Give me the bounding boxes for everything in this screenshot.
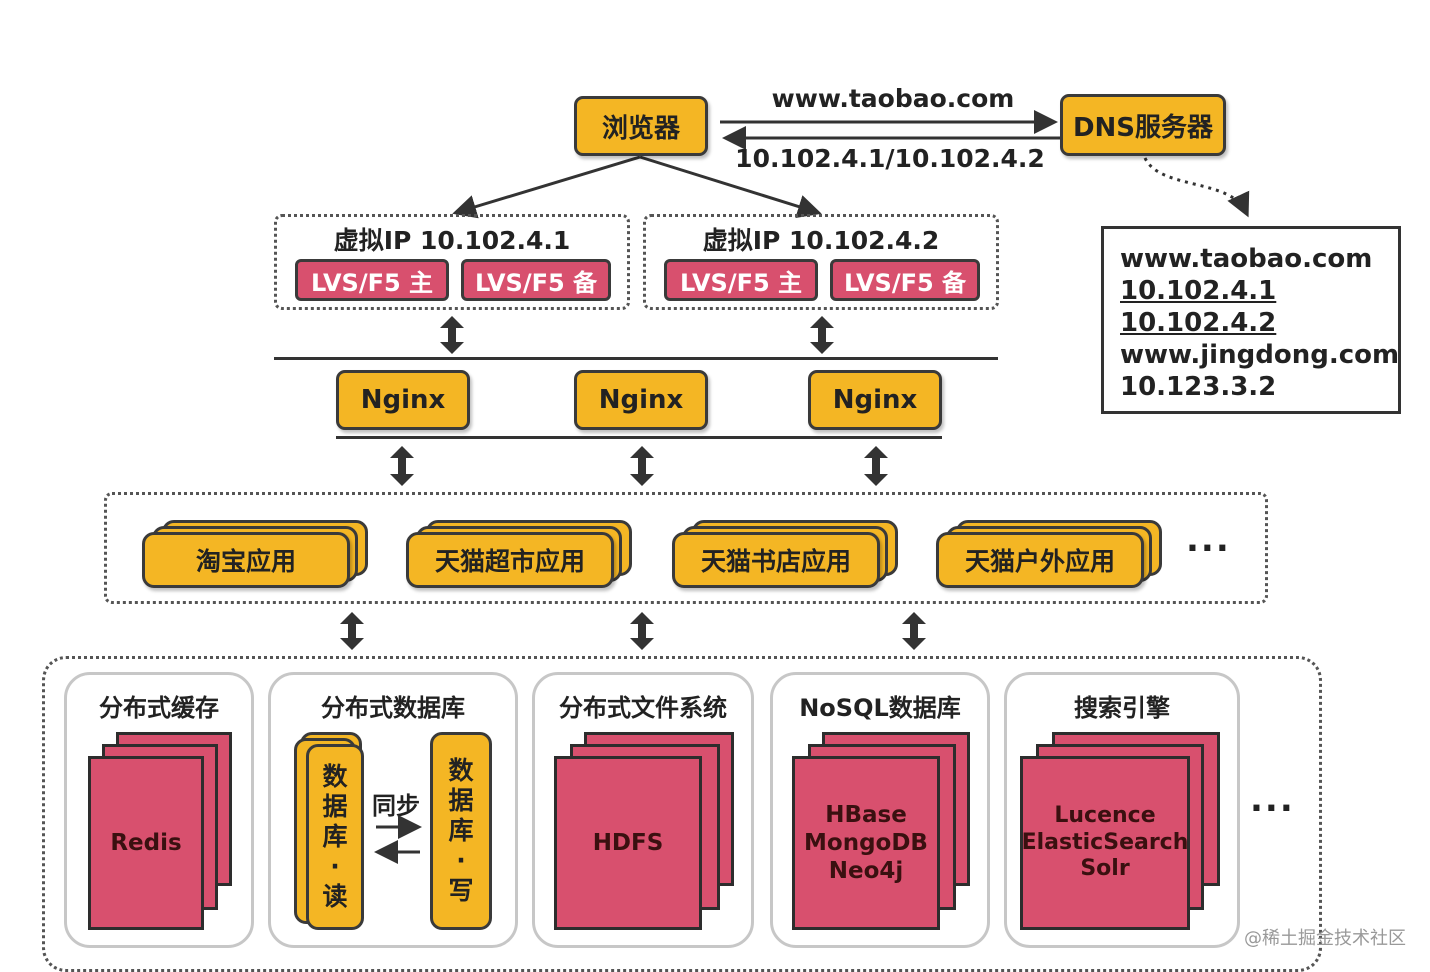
dns-server-node: DNS服务器 [1060,94,1226,156]
dns-record: www.taobao.com [1120,244,1373,274]
cache-title: 分布式缓存 [99,694,219,722]
browser-label: 浏览器 [601,113,680,144]
browser-to-vip2-arrow [639,155,822,219]
application-cluster [104,492,1268,604]
lvs-master-button: LVS/F5 主 [664,259,818,301]
lvs-backup-button: LVS/F5 备 [461,259,611,301]
lvs-master-button: LVS/F5 主 [295,259,449,301]
db-read-char: 据 [322,792,348,821]
vip-group-title: 虚拟IP 10.102.4.2 [702,226,940,255]
db-write-char: 库 [448,816,474,845]
nginx-label: Nginx [598,385,684,415]
search-item: Solr [1080,856,1130,882]
app-label: 淘宝应用 [195,547,296,576]
redis-label: Redis [110,829,182,856]
db-write-card: 数 据 库 · 写 [430,732,492,930]
app-label: 天猫户外应用 [964,547,1115,576]
search-item: Lucence [1054,802,1156,828]
nginx-label: Nginx [360,385,446,415]
nginx-node: Nginx [574,370,708,430]
lvs-master-label: LVS/F5 主 [310,268,434,297]
dns-record-table: www.taobao.com 10.102.4.1 10.102.4.2 www… [1101,226,1401,414]
db-write-char: · [456,846,466,875]
double-arrow [630,446,654,486]
db-write-char: 写 [448,876,474,905]
dns-server-label: DNS服务器 [1072,112,1214,143]
apps-more-ellipsis: ... [1186,520,1231,560]
double-arrow [630,612,654,650]
search-item: ElasticSearch [1021,829,1189,855]
lvs-master-label: LVS/F5 主 [679,268,803,297]
vip-group-2: 虚拟IP 10.102.4.2 LVS/F5 主 LVS/F5 备 [643,214,999,310]
dns-record: 10.102.4.1 [1120,276,1277,306]
double-arrow [864,446,888,486]
filesystem-title: 分布式文件系统 [559,694,727,722]
db-read-char: · [330,852,340,881]
nginx-node: Nginx [808,370,942,430]
search-title: 搜索引擎 [1074,694,1170,722]
vip-group-1: 虚拟IP 10.102.4.1 LVS/F5 主 LVS/F5 备 [274,214,630,310]
double-arrow [390,446,414,486]
hdfs-card: HDFS [554,756,702,930]
dns-record: www.jingdong.com [1120,340,1400,370]
app-label: 天猫超市应用 [434,547,585,576]
nosql-item: HBase [825,801,907,828]
watermark: @稀土掘金技术社区 [1244,928,1406,949]
dns-lookup-arrow [1143,157,1250,218]
nginx-bus-line [336,436,942,439]
db-write-char: 据 [448,786,474,815]
double-arrow [902,612,926,650]
db-read-char: 数 [322,762,348,791]
app-card: 天猫户外应用 [936,532,1144,588]
double-arrow [340,612,364,650]
search-card: Lucence ElasticSearch Solr [1020,756,1190,930]
request-domain-label: www.taobao.com [771,84,1015,113]
lvs-backup-button: LVS/F5 备 [830,259,980,301]
dns-record: 10.102.4.2 [1120,308,1277,338]
app-card: 淘宝应用 [142,532,350,588]
db-write-char: 数 [448,756,474,785]
storage-more-ellipsis: ... [1250,780,1295,820]
browser-to-vip1-arrow [452,155,641,219]
db-read-char: 库 [322,822,348,851]
lvs-backup-label: LVS/F5 备 [474,268,598,297]
vip-group-title: 虚拟IP 10.102.4.1 [333,226,571,255]
nginx-node: Nginx [336,370,470,430]
database-title: 分布式数据库 [321,694,465,722]
lvs-bus-line [274,357,998,360]
nosql-item: MongoDB [804,829,928,856]
double-arrow [810,316,834,354]
app-card: 天猫超市应用 [406,532,614,588]
app-card: 天猫书店应用 [672,532,880,588]
app-label: 天猫书店应用 [700,547,851,576]
hdfs-label: HDFS [592,829,664,856]
double-arrow [440,316,464,354]
nginx-label: Nginx [832,385,918,415]
db-read-card: 数 据 库 · 读 [306,744,364,930]
dns-record: 10.123.3.2 [1120,372,1277,402]
nosql-title: NoSQL数据库 [799,694,961,722]
nosql-item: Neo4j [828,858,904,885]
db-read-char: 读 [322,882,348,911]
browser-node: 浏览器 [574,96,708,156]
response-ips-label: 10.102.4.1/10.102.4.2 [735,144,1045,173]
lvs-backup-label: LVS/F5 备 [843,268,967,297]
redis-card: Redis [88,756,204,930]
nosql-card: HBase MongoDB Neo4j [792,756,940,930]
